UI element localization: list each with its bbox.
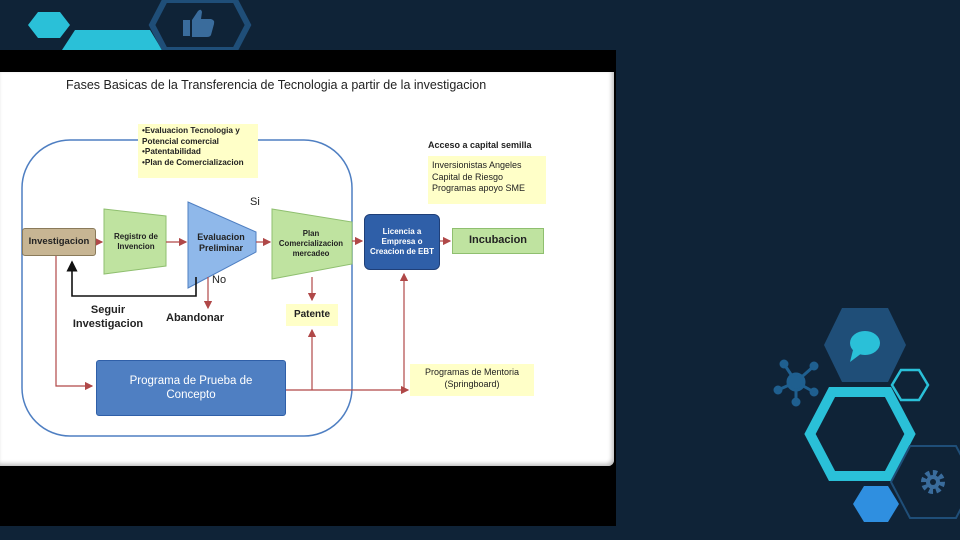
- capital-title: Acceso a capital semilla: [428, 140, 532, 150]
- network-icon: [773, 359, 819, 407]
- node-evaluacion: Evaluacion Preliminar: [197, 231, 245, 253]
- node-prueba: Programa de Prueba de Concepto: [96, 360, 286, 416]
- node-plan: Plan Comercializacion mercadeo: [278, 229, 344, 258]
- capital-item: Inversionistas Angeles: [432, 160, 522, 170]
- thumbs-up-icon: [183, 9, 215, 37]
- chat-bubble-icon: [850, 331, 880, 362]
- label-abandonar: Abandonar: [166, 312, 225, 324]
- gear-icon: [921, 470, 945, 494]
- label-seguir-investigacion: Seguir Investigacion: [72, 304, 144, 330]
- node-licencia: Licencia a Empresa o Creacion de EBT: [364, 214, 440, 270]
- label-no: No: [212, 274, 227, 286]
- label-si: Si: [250, 196, 260, 208]
- capital-item: Capital de Riesgo: [432, 171, 504, 182]
- registro-shape: [103, 208, 167, 275]
- diagram-panel: Fases Basicas de la Transferencia de Tec…: [0, 72, 614, 466]
- plan-shape: [271, 208, 353, 280]
- criteria-item: •Plan de Comercializacion: [142, 157, 244, 167]
- node-investigacion: Investigacion: [22, 228, 96, 256]
- cyan-bar: [62, 30, 162, 50]
- criteria-item: •Patentabilidad: [142, 147, 201, 157]
- node-incubacion: Incubacion: [452, 228, 544, 254]
- right-decoration: [773, 308, 960, 522]
- diagram-title: Fases Basicas de la Transferencia de Tec…: [66, 78, 487, 92]
- small-outline-hexagon: [890, 368, 930, 402]
- diagram-connectors: [21, 139, 452, 437]
- evaluacion-shape: [187, 201, 257, 289]
- node-patente: Patente: [286, 304, 338, 326]
- evaluacion-criteria-note: •Evaluacion Tecnologia y Potencial comer…: [138, 124, 258, 178]
- capital-item: Programas apoyo SME: [432, 183, 526, 194]
- small-hexagon: [28, 12, 70, 38]
- thumbs-hexagon-outline: [148, 0, 252, 50]
- gear-hexagon-outline: [889, 445, 960, 519]
- criteria-item: •Evaluacion Tecnologia y Potencial comer…: [142, 126, 240, 146]
- large-cyan-hexagon: [804, 387, 916, 481]
- top-decoration: [28, 0, 252, 50]
- capital-note: Inversionistas Angeles Capital de Riesgo…: [428, 156, 546, 204]
- mentoria-note: Programas de Mentoria (Springboard): [410, 364, 534, 396]
- node-registro: Registro de Invencion: [113, 232, 158, 251]
- blue-hexagon: [853, 486, 899, 522]
